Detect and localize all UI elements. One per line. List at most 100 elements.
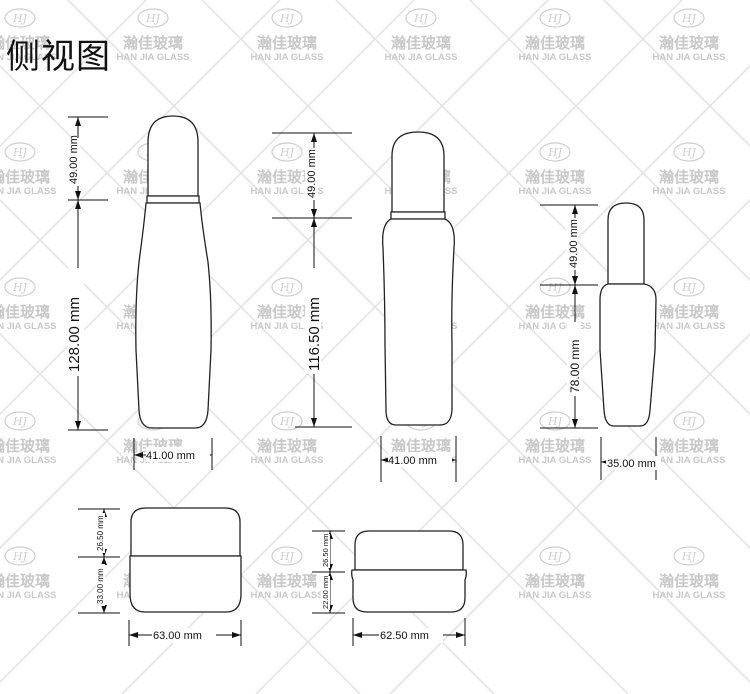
watermark-badge xyxy=(271,411,303,431)
watermark-badge xyxy=(673,142,705,162)
tall-bottle-body xyxy=(135,202,212,429)
watermark-badge xyxy=(271,142,303,162)
watermark-mark: HJ xyxy=(681,281,697,294)
watermark-badge xyxy=(539,411,571,431)
watermark-badge xyxy=(539,8,571,28)
watermark-badge xyxy=(673,411,705,431)
watermark-name-cn: 瀚佳玻璃 xyxy=(659,303,719,321)
watermark-mark: HJ xyxy=(547,415,563,428)
watermark-badge xyxy=(539,546,571,566)
watermark-name-cn: 瀚佳玻璃 xyxy=(525,303,585,321)
page-title: 侧视图 xyxy=(6,37,111,77)
watermark-name-en: HAN JIA GLASS xyxy=(518,321,591,332)
watermark-name-en: HAN JIA GLASS xyxy=(518,455,591,466)
watermark-name-cn: 瀚佳玻璃 xyxy=(257,572,317,590)
watermark-name-cn: 瀚佳玻璃 xyxy=(123,34,183,52)
tall-bottle-width: 41.00 mm xyxy=(146,450,195,462)
jar-small-dimension-lines xyxy=(312,530,466,646)
watermark-mark: HJ xyxy=(279,281,295,294)
watermark-mark: HJ xyxy=(547,281,563,294)
watermark-badge xyxy=(539,142,571,162)
watermark-name-en: HAN JIA GLASS xyxy=(518,186,591,197)
watermark-name-en: HAN JIA GLASS xyxy=(518,52,591,63)
jar-large-body xyxy=(129,555,242,613)
jar-small-cap xyxy=(354,530,464,571)
watermark-name-en: HAN JIA GLASS xyxy=(250,590,323,601)
watermark-mark: HJ xyxy=(12,550,28,563)
medium-bottle-body xyxy=(382,218,455,426)
watermark-mark: HJ xyxy=(279,550,295,563)
watermark-name-cn: 瀚佳玻璃 xyxy=(0,572,50,590)
watermark-name-cn: 瀚佳玻璃 xyxy=(659,168,719,186)
watermark-name-en: HAN JIA GLASS xyxy=(250,186,323,197)
watermark-mark: HJ xyxy=(12,146,28,159)
jar-large-body-height: 33.00 mm xyxy=(96,568,105,604)
watermark-name-cn: 瀚佳玻璃 xyxy=(0,303,50,321)
watermark-mark: HJ xyxy=(12,415,28,428)
jar-small-body-height: 22.00 mm xyxy=(321,576,330,609)
jar-small: 26.50 mm 22.00 mm 62.50 mm xyxy=(312,530,467,646)
tall-bottle-cap xyxy=(146,115,200,204)
jar-small-width: 62.50 mm xyxy=(380,630,429,642)
watermark-name-cn: 瀚佳玻璃 xyxy=(525,168,585,186)
watermark-name-en: HAN JIA GLASS xyxy=(652,590,725,601)
medium-bottle: 49.00 mm 116.50 mm 41.00 mm xyxy=(272,131,457,482)
watermark-name-cn: 瀚佳玻璃 xyxy=(391,34,451,52)
watermark-name-cn: 瀚佳玻璃 xyxy=(525,34,585,52)
watermark-name-en: HAN JIA GLASS xyxy=(652,321,725,332)
watermark-badge xyxy=(4,546,36,566)
watermark-badge xyxy=(673,8,705,28)
watermark-name-cn: 瀚佳玻璃 xyxy=(391,437,451,455)
jar-large-arrowheads xyxy=(101,509,241,638)
watermark-mark: HJ xyxy=(547,550,563,563)
watermark-name-en: HAN JIA GLASS xyxy=(652,186,725,197)
watermark-mark: HJ xyxy=(681,415,697,428)
jar-small-cap-height: 26.50 mm xyxy=(321,534,330,567)
watermark-name-cn: 瀚佳玻璃 xyxy=(0,437,50,455)
watermark-mark: HJ xyxy=(279,12,295,25)
watermark-badge xyxy=(271,8,303,28)
tall-bottle: 49.00 mm 128.00 mm 41.00 mm xyxy=(66,115,213,470)
watermark-name-cn: 瀚佳玻璃 xyxy=(0,34,50,52)
watermark-badge xyxy=(539,277,571,297)
watermark-mark: HJ xyxy=(145,12,161,25)
watermark-mark: HJ xyxy=(279,415,295,428)
watermark-name-en: HAN JIA GLASS xyxy=(0,321,57,332)
watermark-name-en: HAN JIA GLASS xyxy=(250,455,323,466)
watermark-name-cn: 瀚佳玻璃 xyxy=(257,303,317,321)
watermark-badge xyxy=(405,8,437,28)
tall-bottle-body-height: 128.00 mm xyxy=(66,297,83,372)
slim-bottle-body-height: 78.00 mm xyxy=(568,340,582,393)
medium-bottle-cap xyxy=(390,131,446,220)
watermark-mark: HJ xyxy=(547,12,563,25)
watermark-mark: HJ xyxy=(547,146,563,159)
watermark-mark: HJ xyxy=(12,12,28,25)
watermark-name-en: HAN JIA GLASS xyxy=(116,52,189,63)
watermark-badge xyxy=(673,277,705,297)
watermark-name-cn: 瀚佳玻璃 xyxy=(257,34,317,52)
medium-bottle-cap-height: 49.00 mm xyxy=(306,149,318,198)
watermark-badge xyxy=(271,277,303,297)
watermark-name-en: HAN JIA GLASS xyxy=(0,186,57,197)
watermark-name-en: HAN JIA GLASS xyxy=(384,52,457,63)
slim-bottle: 49.00 mm 78.00 mm 35.00 mm xyxy=(540,202,661,480)
watermark-name-cn: 瀚佳玻璃 xyxy=(257,168,317,186)
watermark-name-cn: 瀚佳玻璃 xyxy=(525,437,585,455)
